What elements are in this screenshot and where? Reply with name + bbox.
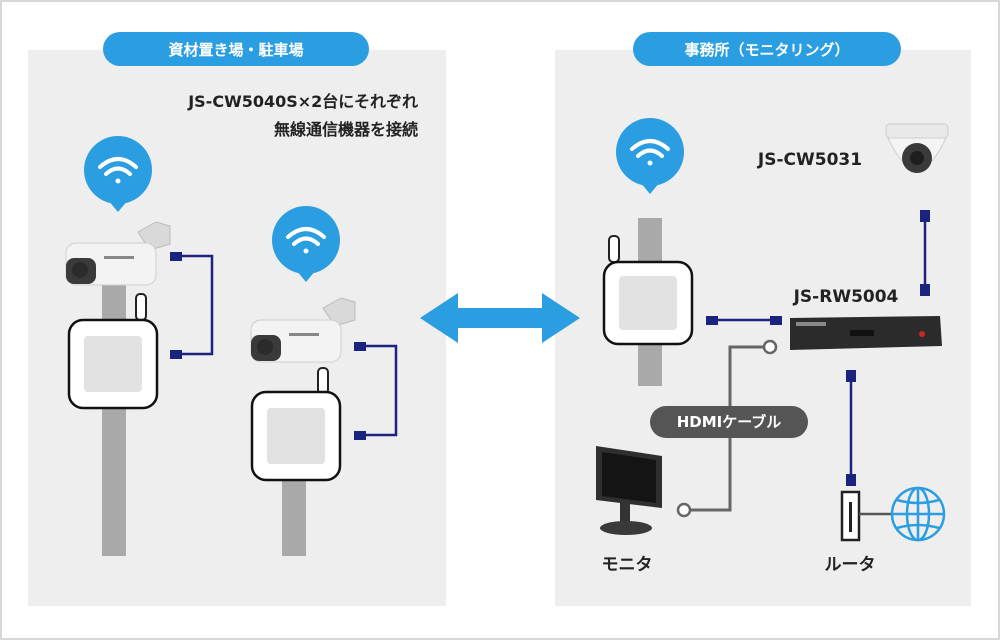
- wifi-icon: [98, 157, 138, 184]
- hdmi-end-2: [676, 502, 692, 518]
- wifi-bubble-2: [272, 206, 340, 282]
- router: [840, 490, 861, 542]
- wifi-icon: [286, 227, 326, 254]
- bullet-camera-1: [65, 221, 171, 286]
- recorder-label: JS-RW5004: [793, 287, 899, 307]
- wireless-link-arrow: [420, 293, 580, 343]
- right-panel-title-pill: 事務所（モニタリング）: [633, 32, 901, 66]
- network-recorder: [790, 316, 942, 350]
- monitor-label: モニタ: [602, 555, 653, 575]
- monitor: [596, 446, 662, 535]
- lan-cable-dome: [920, 210, 930, 296]
- wifi-bubble-1: [84, 136, 152, 212]
- dome-camera-label: JS-CW5031: [757, 150, 862, 170]
- wireless-unit-3: [602, 235, 694, 346]
- left-note-line1: JS-CW5040S×2台にそれぞれ: [187, 92, 418, 111]
- lan-cable-1: [170, 252, 214, 359]
- left-panel-title-pill: 資材置き場・駐車場: [103, 32, 369, 66]
- router-label: ルータ: [825, 555, 876, 575]
- lan-cable-router: [846, 370, 856, 486]
- wifi-bubble-3: [616, 118, 684, 194]
- hdmi-end-1: [762, 339, 778, 355]
- lan-cable-2: [354, 342, 398, 440]
- left-note-line2: 無線通信機器を接続: [274, 120, 418, 139]
- dome-camera: [885, 123, 949, 173]
- lan-cable-3: [706, 316, 782, 325]
- right-panel-title: 事務所（モニタリング）: [684, 41, 849, 59]
- hdmi-label: HDMIケーブル: [677, 413, 782, 431]
- wireless-unit-1: [67, 293, 159, 410]
- wifi-icon: [630, 139, 670, 166]
- left-panel-title: 資材置き場・駐車場: [168, 41, 303, 59]
- bullet-camera-2: [250, 297, 356, 363]
- globe-icon: [890, 486, 946, 542]
- wireless-unit-2: [250, 367, 342, 482]
- hdmi-label-pill: HDMIケーブル: [650, 406, 808, 438]
